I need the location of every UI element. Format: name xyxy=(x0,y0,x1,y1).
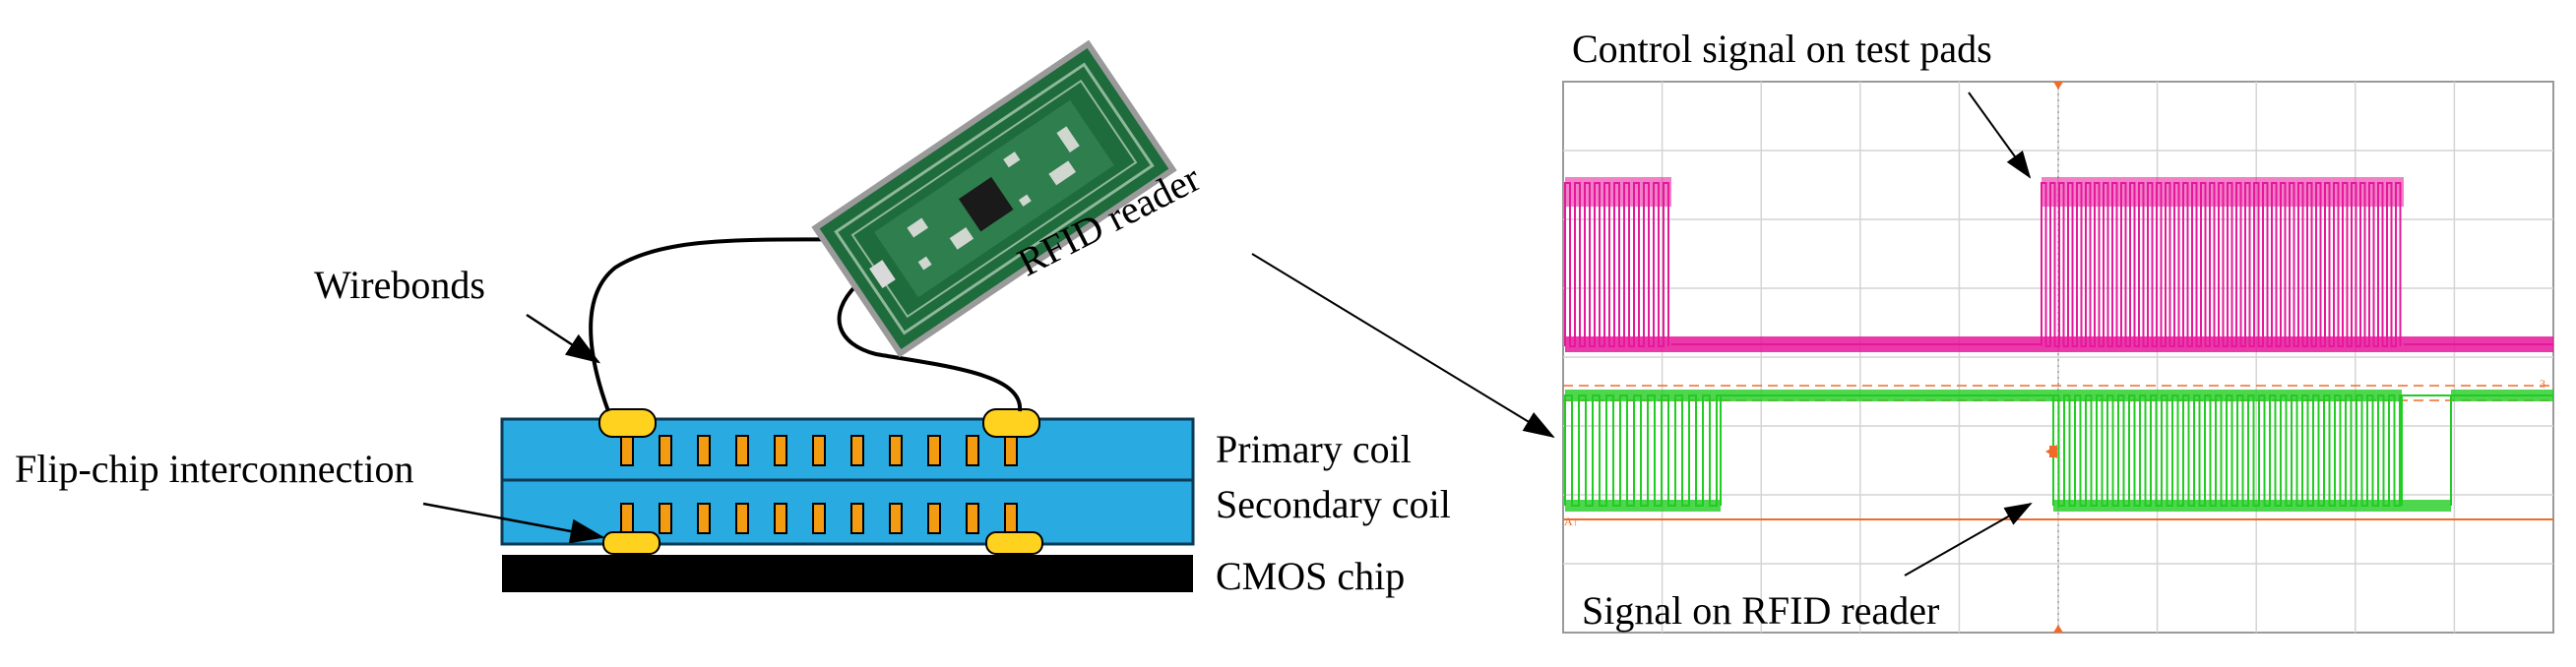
reader-signal-trace xyxy=(1564,390,2553,512)
trigger-marker-top xyxy=(2053,82,2063,90)
flipchip-label: Flip-chip interconnection xyxy=(15,447,414,491)
control-signal-burst-top xyxy=(1565,177,1671,207)
cmos-chip-label: CMOS chip xyxy=(1216,554,1406,598)
flipchip-arrow xyxy=(422,502,605,544)
cmos-chip xyxy=(502,555,1193,592)
control-signal-baseline xyxy=(2404,336,2553,352)
wirebonds-arrow xyxy=(526,313,601,364)
wirebond-pad-right xyxy=(982,408,1040,438)
chip-stack-diagram xyxy=(422,39,1195,592)
control-signal-baseline xyxy=(1671,336,2042,352)
reader-signal-low-band xyxy=(2053,500,2402,512)
control-signal-trace xyxy=(1564,177,2553,352)
channel-marker-ch1: A↑ xyxy=(1564,515,1579,528)
reader-signal-label: Signal on RFID reader xyxy=(1582,588,1940,633)
control-signal-burst-top xyxy=(2042,177,2404,207)
secondary-coil-vias xyxy=(620,503,1018,534)
rfid-reader-board xyxy=(811,39,1177,358)
trigger-marker-bottom xyxy=(2053,625,2063,633)
control-signal-baseline xyxy=(2042,336,2404,352)
channel-marker-ch2: 3 xyxy=(2540,377,2545,391)
control-signal-label: Control signal on test pads xyxy=(1572,27,1992,71)
reader-signal-arrow xyxy=(1904,503,2033,576)
reader-signal-high-band xyxy=(1721,390,2053,401)
reader-signal-low-band xyxy=(1565,500,1721,512)
primary-coil-label: Primary coil xyxy=(1216,427,1412,471)
reader-signal-high-band xyxy=(1565,390,1721,401)
reader-signal-high-band xyxy=(2451,390,2553,401)
reader-signal-high-band xyxy=(2053,390,2402,401)
secondary-coil-label: Secondary coil xyxy=(1216,482,1451,526)
control-signal-arrow xyxy=(1968,91,2032,179)
flipchip-bump-right xyxy=(985,531,1043,555)
control-signal-baseline xyxy=(1565,336,1671,352)
wirebonds-label: Wirebonds xyxy=(314,263,485,307)
primary-coil-layer xyxy=(500,417,1195,482)
level-marker-box xyxy=(2049,446,2057,457)
wirebond-pad-left xyxy=(598,408,657,438)
reader-signal-low-band xyxy=(2402,500,2451,512)
primary-coil-vias xyxy=(620,435,1018,466)
